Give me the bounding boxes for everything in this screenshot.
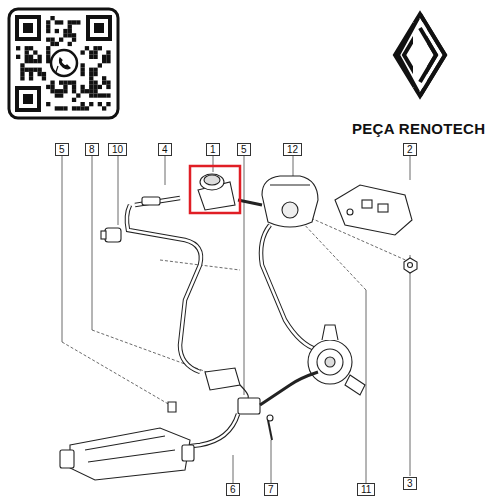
qr-frame <box>9 9 118 118</box>
callout-text: 8 <box>89 144 95 155</box>
highlight-box <box>190 166 240 213</box>
callout-text: 12 <box>287 144 298 155</box>
callout-number: 10 <box>108 143 127 156</box>
callout-text: 3 <box>407 478 413 489</box>
callout-text: 4 <box>162 144 168 155</box>
callout-number: 1 <box>206 143 220 156</box>
callout-text: 1 <box>210 144 216 155</box>
callout-number: 11 <box>357 483 375 496</box>
callout-number: 7 <box>264 483 278 496</box>
callout-number: 5 <box>55 143 69 156</box>
callout-text: 2 <box>407 144 413 155</box>
callout-number: 4 <box>158 143 172 156</box>
callout-text: 5 <box>241 144 247 155</box>
callout-text: 11 <box>361 484 371 495</box>
callout-number: 6 <box>226 483 240 496</box>
renault-logo <box>395 14 445 96</box>
whatsapp-icon <box>51 50 77 76</box>
callout-number: 12 <box>283 143 302 156</box>
callout-text: 5 <box>59 144 65 155</box>
callout-number: 5 <box>237 143 251 156</box>
callout-text: 7 <box>268 484 274 495</box>
callout-text: 6 <box>230 484 236 495</box>
callout-number: 3 <box>403 477 417 490</box>
callout-text: 10 <box>112 144 123 155</box>
parts <box>60 174 417 480</box>
callout-number: 8 <box>85 143 99 156</box>
callout-number: 2 <box>403 143 417 156</box>
qr-code <box>16 16 111 111</box>
brand-label: PEÇA RENOTECH <box>352 120 485 137</box>
